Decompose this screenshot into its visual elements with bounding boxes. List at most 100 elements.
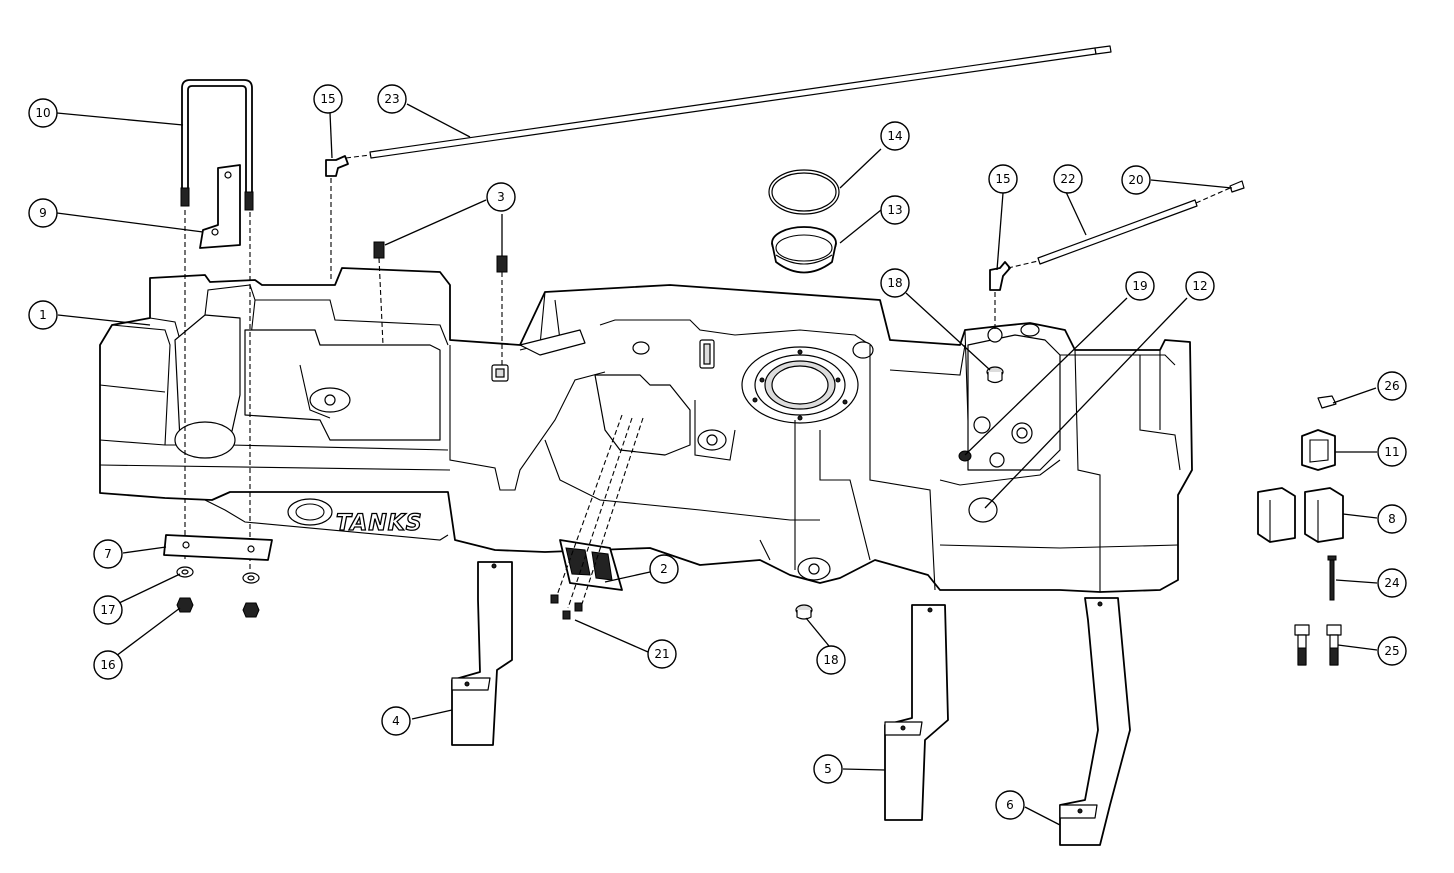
- cap-plug-tank: [632, 341, 650, 355]
- spacer-blocks: [1257, 487, 1344, 543]
- callout-number: 16: [100, 658, 115, 672]
- callout-number: 22: [1060, 172, 1075, 186]
- bottom-plate: [163, 534, 273, 561]
- callout-circle: [381, 706, 411, 736]
- callout-number: 11: [1384, 445, 1399, 459]
- callout-circle: [93, 539, 123, 569]
- vent-line-short: [1007, 187, 1231, 269]
- callout-balloon-c13: 13: [880, 195, 910, 225]
- strap-left: [451, 561, 513, 746]
- callout-balloon-c14: 14: [880, 121, 910, 151]
- callout-circle: [813, 754, 843, 784]
- callout-balloon-c2: 2: [649, 554, 679, 584]
- grommet: [958, 450, 972, 462]
- callout-balloon-c11: 11: [1377, 437, 1407, 467]
- callout-circle: [880, 121, 910, 151]
- elbow-fitting-right: [989, 261, 1011, 330]
- callout-circle: [880, 268, 910, 298]
- callout-number: 24: [1384, 576, 1399, 590]
- callout-circle: [1377, 371, 1407, 401]
- callout-circle: [313, 84, 343, 114]
- fuel-tank-body: TANKS: [99, 267, 1193, 593]
- callout-circle: [816, 645, 846, 675]
- callout-number: 15: [320, 92, 335, 106]
- callout-circle: [1125, 271, 1155, 301]
- callout-balloon-c18a: 18: [880, 268, 910, 298]
- callout-balloon-c5: 5: [813, 754, 843, 784]
- callout-balloon-c18b: 18: [816, 645, 846, 675]
- callout-circle: [995, 790, 1025, 820]
- callout-balloon-c20: 20: [1121, 165, 1151, 195]
- callout-balloon-c15a: 15: [313, 84, 343, 114]
- callout-number: 21: [654, 647, 669, 661]
- callout-number: 5: [824, 762, 832, 776]
- callout-number: 2: [660, 562, 668, 576]
- callout-balloon-c25: 25: [1377, 636, 1407, 666]
- callout-number: 12: [1192, 279, 1207, 293]
- callout-balloon-c10: 10: [28, 98, 58, 128]
- callout-circle: [1377, 504, 1407, 534]
- strap-right: [1059, 597, 1131, 846]
- callout-balloon-c3: 3: [486, 182, 516, 212]
- leader-lines: [56, 103, 1378, 826]
- callout-circle: [93, 595, 123, 625]
- callout-number: 18: [823, 653, 838, 667]
- callout-balloon-c24: 24: [1377, 568, 1407, 598]
- callout-number: 4: [392, 714, 400, 728]
- strap-middle: [884, 604, 949, 821]
- callout-circle: [647, 639, 677, 669]
- callout-circle: [1377, 437, 1407, 467]
- callout-number: 10: [35, 106, 50, 120]
- callout-balloon-c12: 12: [1185, 271, 1215, 301]
- brand-logo-text: TANKS: [336, 511, 423, 536]
- callout-circle: [1185, 271, 1215, 301]
- callout-balloon-c16: 16: [93, 650, 123, 680]
- callout-balloon-c19: 19: [1125, 271, 1155, 301]
- callout-balloon-c6: 6: [995, 790, 1025, 820]
- cap-plug-bottom: [795, 604, 813, 620]
- bracket-clip: [1301, 429, 1336, 471]
- callout-circle: [880, 195, 910, 225]
- clip-nut: [1317, 395, 1337, 409]
- callout-balloon-c1: 1: [28, 300, 58, 330]
- callout-number: 6: [1006, 798, 1014, 812]
- washers: [176, 566, 260, 584]
- callout-balloon-c4: 4: [381, 706, 411, 736]
- callout-number: 19: [1132, 279, 1147, 293]
- callout-number: 1: [39, 308, 47, 322]
- callout-number: 17: [100, 603, 115, 617]
- callout-balloon-c26: 26: [1377, 371, 1407, 401]
- callout-number: 8: [1388, 512, 1396, 526]
- callout-balloon-c7: 7: [93, 539, 123, 569]
- mounting-screws: [550, 594, 583, 620]
- callout-balloon-c21: 21: [647, 639, 677, 669]
- callout-number: 25: [1384, 644, 1399, 658]
- callout-circle: [988, 164, 1018, 194]
- callout-balloon-c15b: 15: [988, 164, 1018, 194]
- callout-circle: [28, 300, 58, 330]
- callout-circle: [486, 182, 516, 212]
- callout-number: 18: [887, 276, 902, 290]
- callout-number: 20: [1128, 173, 1143, 187]
- elbow-fitting-left: [325, 155, 349, 280]
- callout-balloons: 1234567891011121314151516171818192021222…: [28, 84, 1407, 820]
- callout-number: 9: [39, 206, 47, 220]
- callout-number: 14: [887, 129, 902, 143]
- cap-plug-top: [986, 366, 1004, 384]
- callout-circle: [1121, 165, 1151, 195]
- callout-circle: [1377, 568, 1407, 598]
- clamp-bracket: [199, 164, 241, 249]
- long-bolt: [1327, 555, 1337, 601]
- callout-number: 15: [995, 172, 1010, 186]
- callout-circle: [93, 650, 123, 680]
- quick-connector: [1229, 180, 1245, 193]
- callout-number: 3: [497, 190, 505, 204]
- callout-balloon-c17: 17: [93, 595, 123, 625]
- u-bolt: [180, 79, 254, 211]
- brand-logo-emblem: [287, 498, 333, 526]
- callout-balloon-c8: 8: [1377, 504, 1407, 534]
- callout-number: 26: [1384, 379, 1399, 393]
- hex-nuts: [176, 597, 260, 618]
